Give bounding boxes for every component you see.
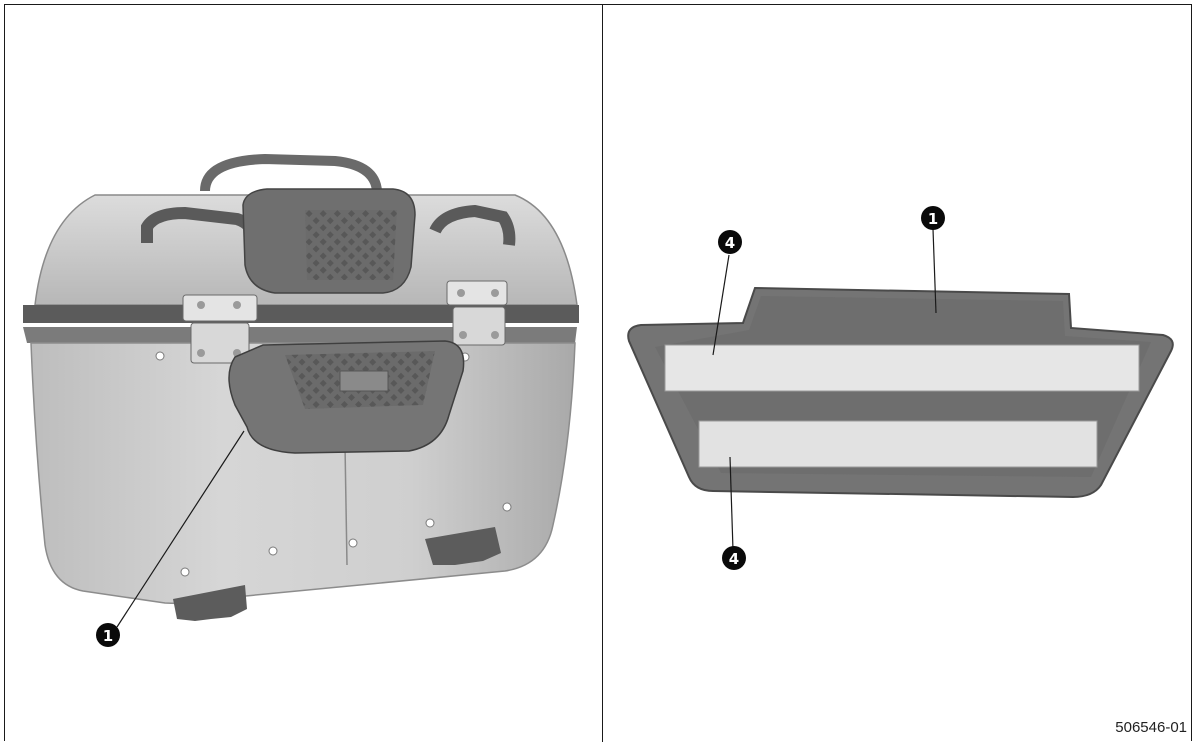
callout-leader-left (116, 430, 245, 628)
backrest-pad-illustration: 1 4 4 (627, 206, 1174, 570)
latch-left (182, 294, 258, 364)
adhesive-strip-upper (664, 344, 1140, 392)
lid-handle-right (429, 204, 516, 246)
callout-label-pad: 1 (928, 210, 938, 228)
callout-label-strip-lower: 4 (729, 550, 739, 568)
top-case-illustration: 1 (23, 153, 579, 647)
backrest-upper-texture (305, 210, 397, 280)
top-handle (200, 153, 382, 192)
callout-leader-pad (932, 228, 937, 314)
callout-label-left: 1 (103, 627, 113, 645)
body-seam (344, 444, 348, 566)
callout-marker-strip-upper (718, 230, 742, 254)
panel-divider (602, 4, 603, 742)
foot-left (173, 585, 247, 621)
callout-leader-strip-lower (729, 456, 734, 551)
callout-marker-strip-lower (722, 546, 746, 570)
right-panel: 1 4 4 (603, 5, 1191, 741)
adhesive-strip-lower (698, 420, 1098, 468)
callout-label-strip-upper: 4 (725, 234, 735, 252)
left-panel: 1 (5, 5, 601, 741)
seal-band-lower (23, 327, 577, 343)
figure-frame (4, 4, 1192, 741)
foot-right (425, 527, 501, 565)
callout-marker-pad (921, 206, 945, 230)
seal-band (23, 305, 579, 323)
callout-marker-left (96, 623, 120, 647)
brand-badge (339, 370, 389, 392)
callout-leader-strip-upper (712, 254, 730, 356)
latch-right (446, 280, 508, 346)
figure-code: 506546-01 (1115, 719, 1187, 736)
